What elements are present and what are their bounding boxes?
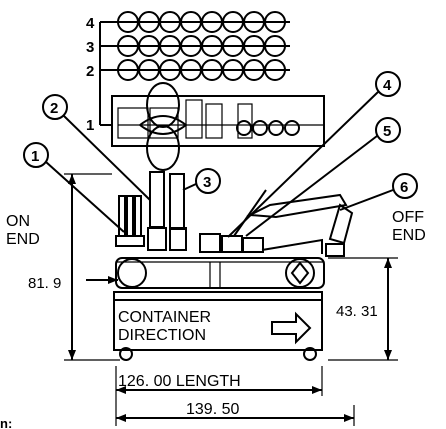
container-label: CONTAINER [118, 309, 211, 326]
row-label-2: 2 [86, 63, 94, 80]
pack-detail-box [111, 82, 325, 171]
callout-1: 1 [23, 142, 125, 233]
height-right-label: 43. 31 [336, 303, 378, 320]
row-label-3: 3 [86, 39, 94, 56]
corner-mark: n: [0, 416, 12, 429]
height-right-dimension [328, 257, 398, 361]
length-label: 126. 00 LENGTH [118, 373, 241, 390]
row-label-1: 1 [86, 117, 94, 134]
callout-2: 2 [42, 94, 151, 201]
callout-5: 5 [245, 117, 401, 237]
off-label: OFF [392, 209, 424, 226]
svg-text:5: 5 [383, 123, 391, 140]
callout-3: 3 [182, 168, 221, 194]
svg-text:6: 6 [400, 179, 408, 196]
off-end-label: END [392, 227, 426, 244]
machine-body [64, 171, 354, 361]
direction-label: DIRECTION [118, 327, 206, 344]
circle-grid [100, 11, 290, 81]
svg-text:1: 1 [31, 148, 39, 165]
overall-length-label: 139. 50 [186, 401, 239, 418]
row-label-4: 4 [86, 15, 95, 32]
svg-text:2: 2 [50, 100, 58, 117]
on-end-label: END [6, 231, 40, 248]
length-dimension [115, 366, 355, 426]
svg-text:4: 4 [383, 77, 392, 94]
on-label: ON [6, 213, 30, 230]
callout-6: 6 [339, 173, 418, 211]
height-left-label: 81. 9 [28, 275, 61, 292]
svg-text:3: 3 [203, 174, 211, 191]
